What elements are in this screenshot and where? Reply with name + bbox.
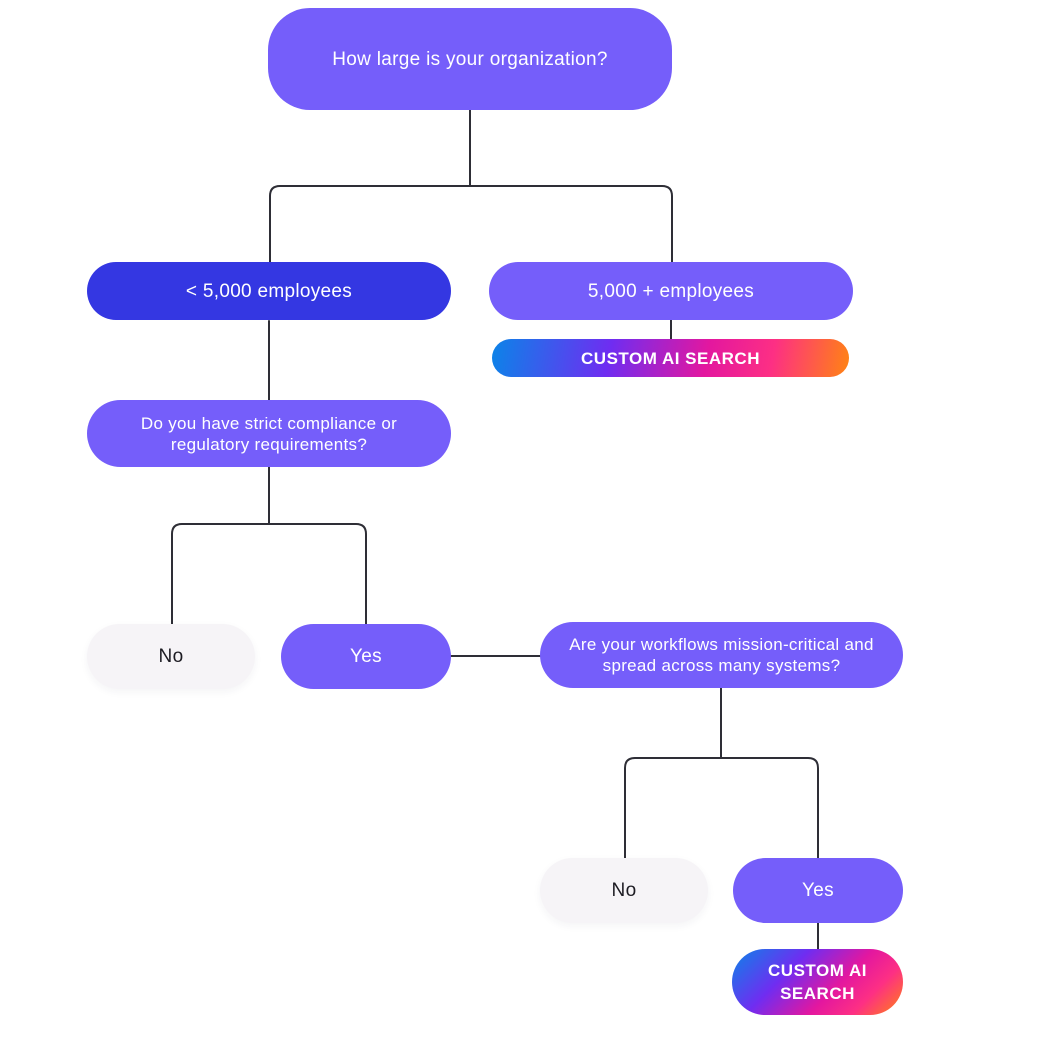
node-mission-yes: Yes (733, 858, 903, 923)
node-label: CUSTOM AI SEARCH (581, 348, 760, 368)
node-mission-critical-question: Are your workflows mission-critical and … (540, 622, 903, 688)
node-label: Are your workflows mission-critical and … (569, 635, 874, 675)
node-compliance-yes: Yes (281, 624, 451, 689)
edge-orgsize-branches (269, 185, 673, 263)
node-label: Yes (350, 646, 382, 667)
node-label: No (158, 646, 184, 667)
node-custom-ai-search-bottom: CUSTOM AI SEARCH (732, 949, 903, 1015)
node-org-size-question: How large is your organization? (268, 8, 672, 110)
node-label: How large is your organization? (332, 48, 608, 70)
node-large-org: 5,000 + employees (489, 262, 853, 320)
node-label: Yes (802, 880, 834, 901)
node-label: 5,000 + employees (587, 280, 755, 302)
node-compliance-no: No (87, 624, 255, 689)
node-small-org: < 5,000 employees (87, 262, 451, 320)
node-compliance-question: Do you have strict compliance or regulat… (87, 400, 451, 467)
node-label: CUSTOM AI SEARCH (768, 961, 867, 1003)
edge-mission-branches (624, 757, 819, 859)
node-label: Do you have strict compliance or regulat… (140, 413, 398, 454)
node-mission-no: No (540, 858, 708, 923)
node-label: < 5,000 employees (185, 280, 353, 302)
node-custom-ai-search-top: CUSTOM AI SEARCH (492, 339, 849, 377)
node-label: No (611, 880, 637, 901)
edge-compliance-branches (171, 523, 367, 625)
